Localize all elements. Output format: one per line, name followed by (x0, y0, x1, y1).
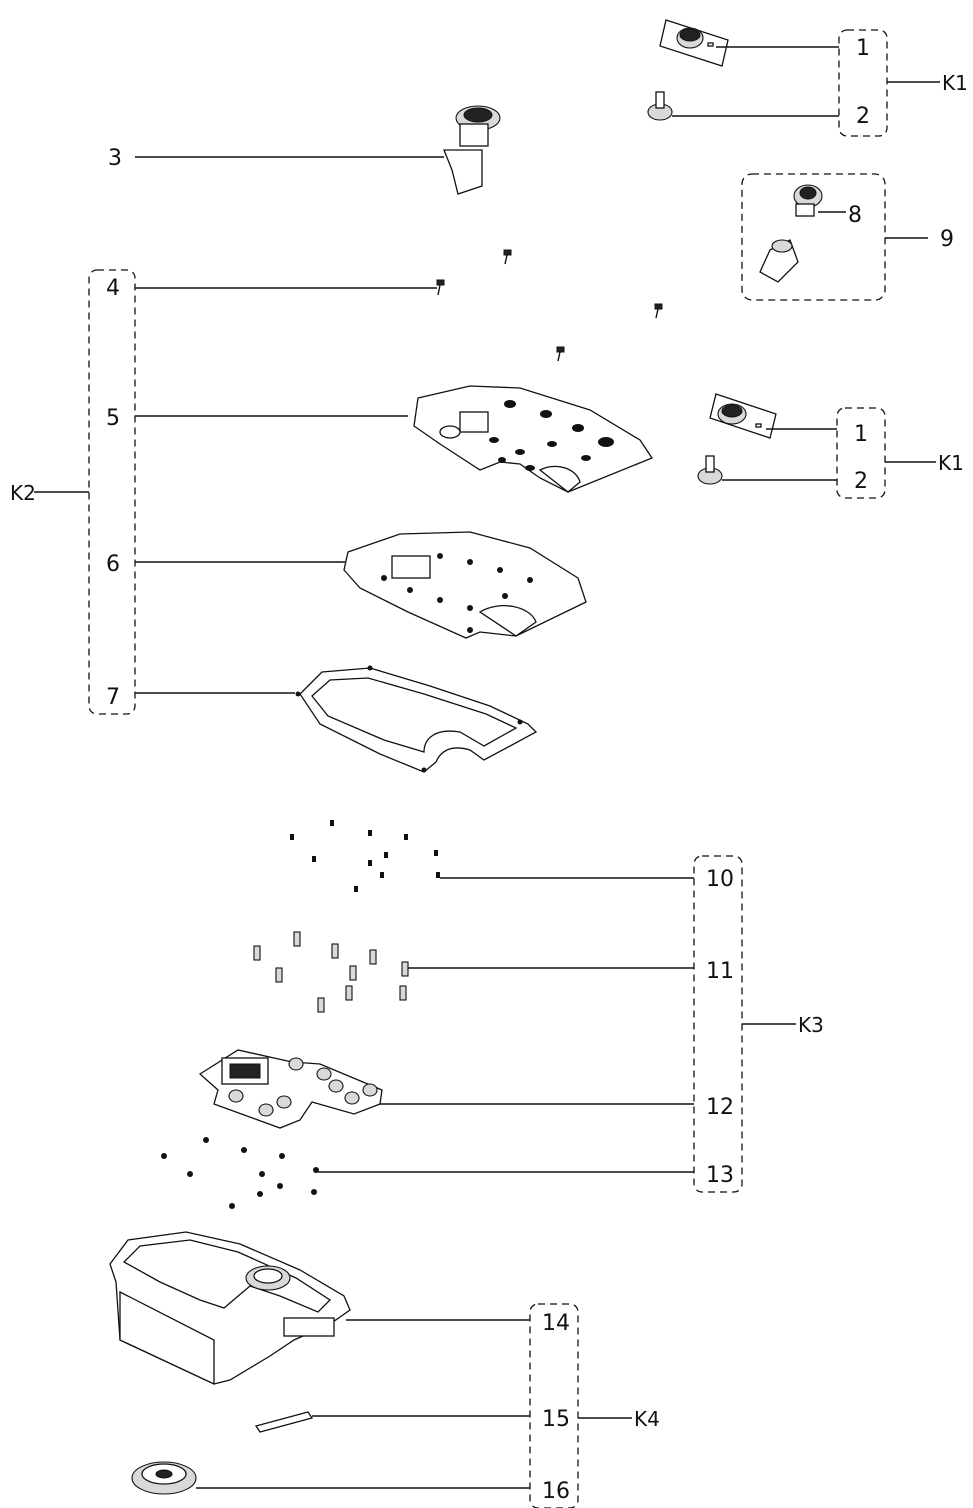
label-1-top: 1 (856, 36, 870, 61)
part-16-plug (131, 1461, 197, 1495)
kit-k1-top-box (838, 29, 888, 137)
part-7-gasket (295, 665, 538, 773)
part-2-cap-top (647, 91, 839, 121)
part-4-screws (436, 249, 663, 362)
part-10-screws (290, 820, 440, 892)
part-12-pcb (198, 1049, 383, 1129)
label-2-top: 2 (856, 104, 870, 129)
kit-k4: K4 14 15 16 (196, 1303, 660, 1508)
label-7: 7 (106, 685, 120, 710)
label-3: 3 (108, 146, 122, 171)
label-k4: K4 (634, 1407, 660, 1431)
part-1-knob-card-top (659, 19, 839, 67)
label-16: 16 (542, 1479, 570, 1504)
label-12: 12 (706, 1095, 734, 1120)
kit-k2-box (88, 269, 136, 715)
group-9-box (741, 173, 886, 301)
label-5: 5 (106, 406, 120, 431)
part-13-nuts (161, 1137, 319, 1209)
label-k1-mid: K1 (938, 451, 964, 475)
part-11-standoffs (253, 931, 409, 1013)
label-k3: K3 (798, 1013, 824, 1037)
part-14-housing (109, 1231, 351, 1386)
kit-k1-top: 1 2 K1 (647, 19, 968, 137)
kit-k2: K2 4 5 6 7 (10, 269, 437, 715)
kit-k1-mid: 1 2 K1 (697, 393, 964, 499)
kit-k3: K3 10 11 12 13 (318, 855, 824, 1193)
part-2-cap-mid (697, 455, 837, 485)
label-6: 6 (106, 552, 120, 577)
label-k1-top: K1 (942, 71, 968, 95)
label-10: 10 (706, 867, 734, 892)
label-9: 9 (940, 227, 954, 252)
part-5-overlay (413, 385, 653, 493)
label-15: 15 (542, 1407, 570, 1432)
label-14: 14 (542, 1311, 570, 1336)
label-k2: K2 (10, 481, 36, 505)
part-15-strip (254, 1411, 314, 1433)
kit-k3-box (693, 855, 743, 1193)
label-11: 11 (706, 959, 734, 984)
label-2-mid: 2 (854, 469, 868, 494)
label-8: 8 (848, 203, 862, 228)
group-9: 8 9 (741, 173, 954, 301)
label-4: 4 (106, 276, 120, 301)
kit-k1-mid-box (836, 407, 886, 499)
label-13: 13 (706, 1163, 734, 1188)
part-6-plate (343, 531, 587, 639)
part-1-knob-card-mid (709, 393, 837, 439)
label-1-mid: 1 (854, 422, 868, 447)
part-3-switch: 3 (108, 105, 501, 195)
kit-k4-box (529, 1303, 579, 1508)
